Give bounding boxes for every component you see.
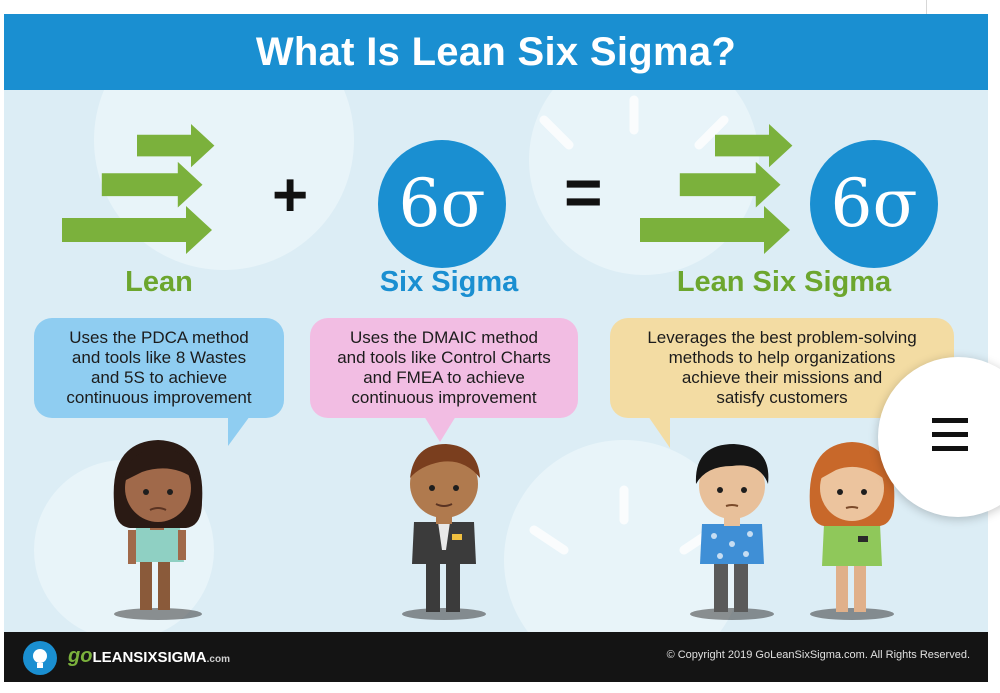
plus-sign: + [272, 161, 309, 230]
lean-six-sigma-bubble-line: satisfy customers [716, 388, 848, 407]
lean-six-sigma-person-left-illustration [690, 444, 774, 620]
lean-bubble-line: continuous improvement [66, 388, 252, 407]
lean-six-sigma-bubble-tail [648, 416, 670, 448]
six-sigma-bubble: Uses the DMAIC method and tools like Con… [310, 318, 578, 418]
lean-person-illustration [113, 440, 203, 620]
lean-six-sigma-bubble-line: methods to help organizations [668, 348, 896, 367]
six-sigma-bubble-line: continuous improvement [351, 388, 537, 407]
lean-arrows-icon [62, 124, 215, 254]
lean-bubble: Uses the PDCA method and tools like 8 Wa… [34, 318, 284, 418]
heading-lean: Lean [125, 266, 193, 298]
lean-six-sigma-person-right-illustration [809, 442, 895, 620]
page-title: What Is Lean Six Sigma? [255, 29, 737, 74]
logo-domain-text: .com [206, 654, 230, 665]
lean-bubble-line: and 5S to achieve [90, 368, 228, 387]
lean-bubble-line: Uses the PDCA method [69, 328, 249, 347]
logo-go-text: go [68, 645, 93, 667]
lean-six-sigma-bubble-line: Leverages the best problem-solving [647, 328, 917, 347]
lean-bubble-tail [228, 416, 250, 446]
lean-six-sigma-bubble: Leverages the best problem-solving metho… [610, 318, 954, 418]
menu-button[interactable] [878, 357, 1000, 517]
footer-logo[interactable]: goLEANSIXSIGMA.com [68, 645, 230, 668]
six-sigma-bubble-tail [424, 416, 456, 442]
infographic: What Is Lean Six Sigma? + 6σ = 6σ Lean S… [4, 14, 988, 682]
logo-name-text: LEANSIXSIGMA [92, 649, 207, 666]
hamburger-menu-icon [932, 418, 968, 451]
heading-six-sigma: Six Sigma [379, 266, 519, 298]
page-corner-rule [926, 0, 961, 15]
lean-six-sigma-arrows-icon [640, 124, 793, 254]
header-banner: What Is Lean Six Sigma? [4, 14, 988, 90]
lean-six-sigma-bubble-line: achieve their missions and [681, 368, 883, 387]
six-sigma-person-illustration [402, 444, 486, 620]
six-sigma-bubble-line: Uses the DMAIC method [349, 328, 538, 347]
footer-bar: goLEANSIXSIGMA.com © Copyright 2019 GoLe… [4, 632, 988, 682]
equals-sign: = [564, 155, 603, 229]
copyright-text: © Copyright 2019 GoLeanSixSigma.com. All… [666, 649, 970, 661]
lean-bubble-line: and tools like 8 Wastes [71, 348, 247, 367]
six-sigma-bubble-line: and FMEA to achieve [363, 368, 525, 387]
six-sigma-badge: 6σ [378, 140, 506, 268]
lean-six-sigma-badge: 6σ [810, 140, 938, 268]
lightbulb-icon [23, 641, 57, 675]
heading-lean-six-sigma: Lean Six Sigma [676, 266, 892, 298]
six-sigma-bubble-line: and tools like Control Charts [337, 348, 551, 367]
